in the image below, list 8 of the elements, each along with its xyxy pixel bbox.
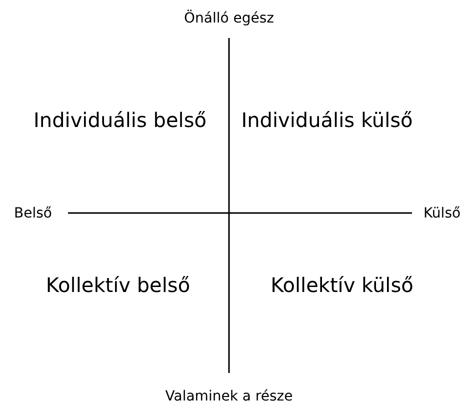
quadrant-label: Kollektív külső <box>270 273 414 297</box>
axis-label: Valaminek a része <box>165 388 293 406</box>
axis-label: Belső <box>14 206 52 222</box>
quadrant-label: Kollektív belső <box>46 273 190 297</box>
quadrant-label: Individuális külső <box>241 108 413 132</box>
axis-label: Önálló egész <box>184 10 274 28</box>
axis-label: Külső <box>423 206 461 222</box>
quadrant-label: Individuális belső <box>34 108 206 132</box>
